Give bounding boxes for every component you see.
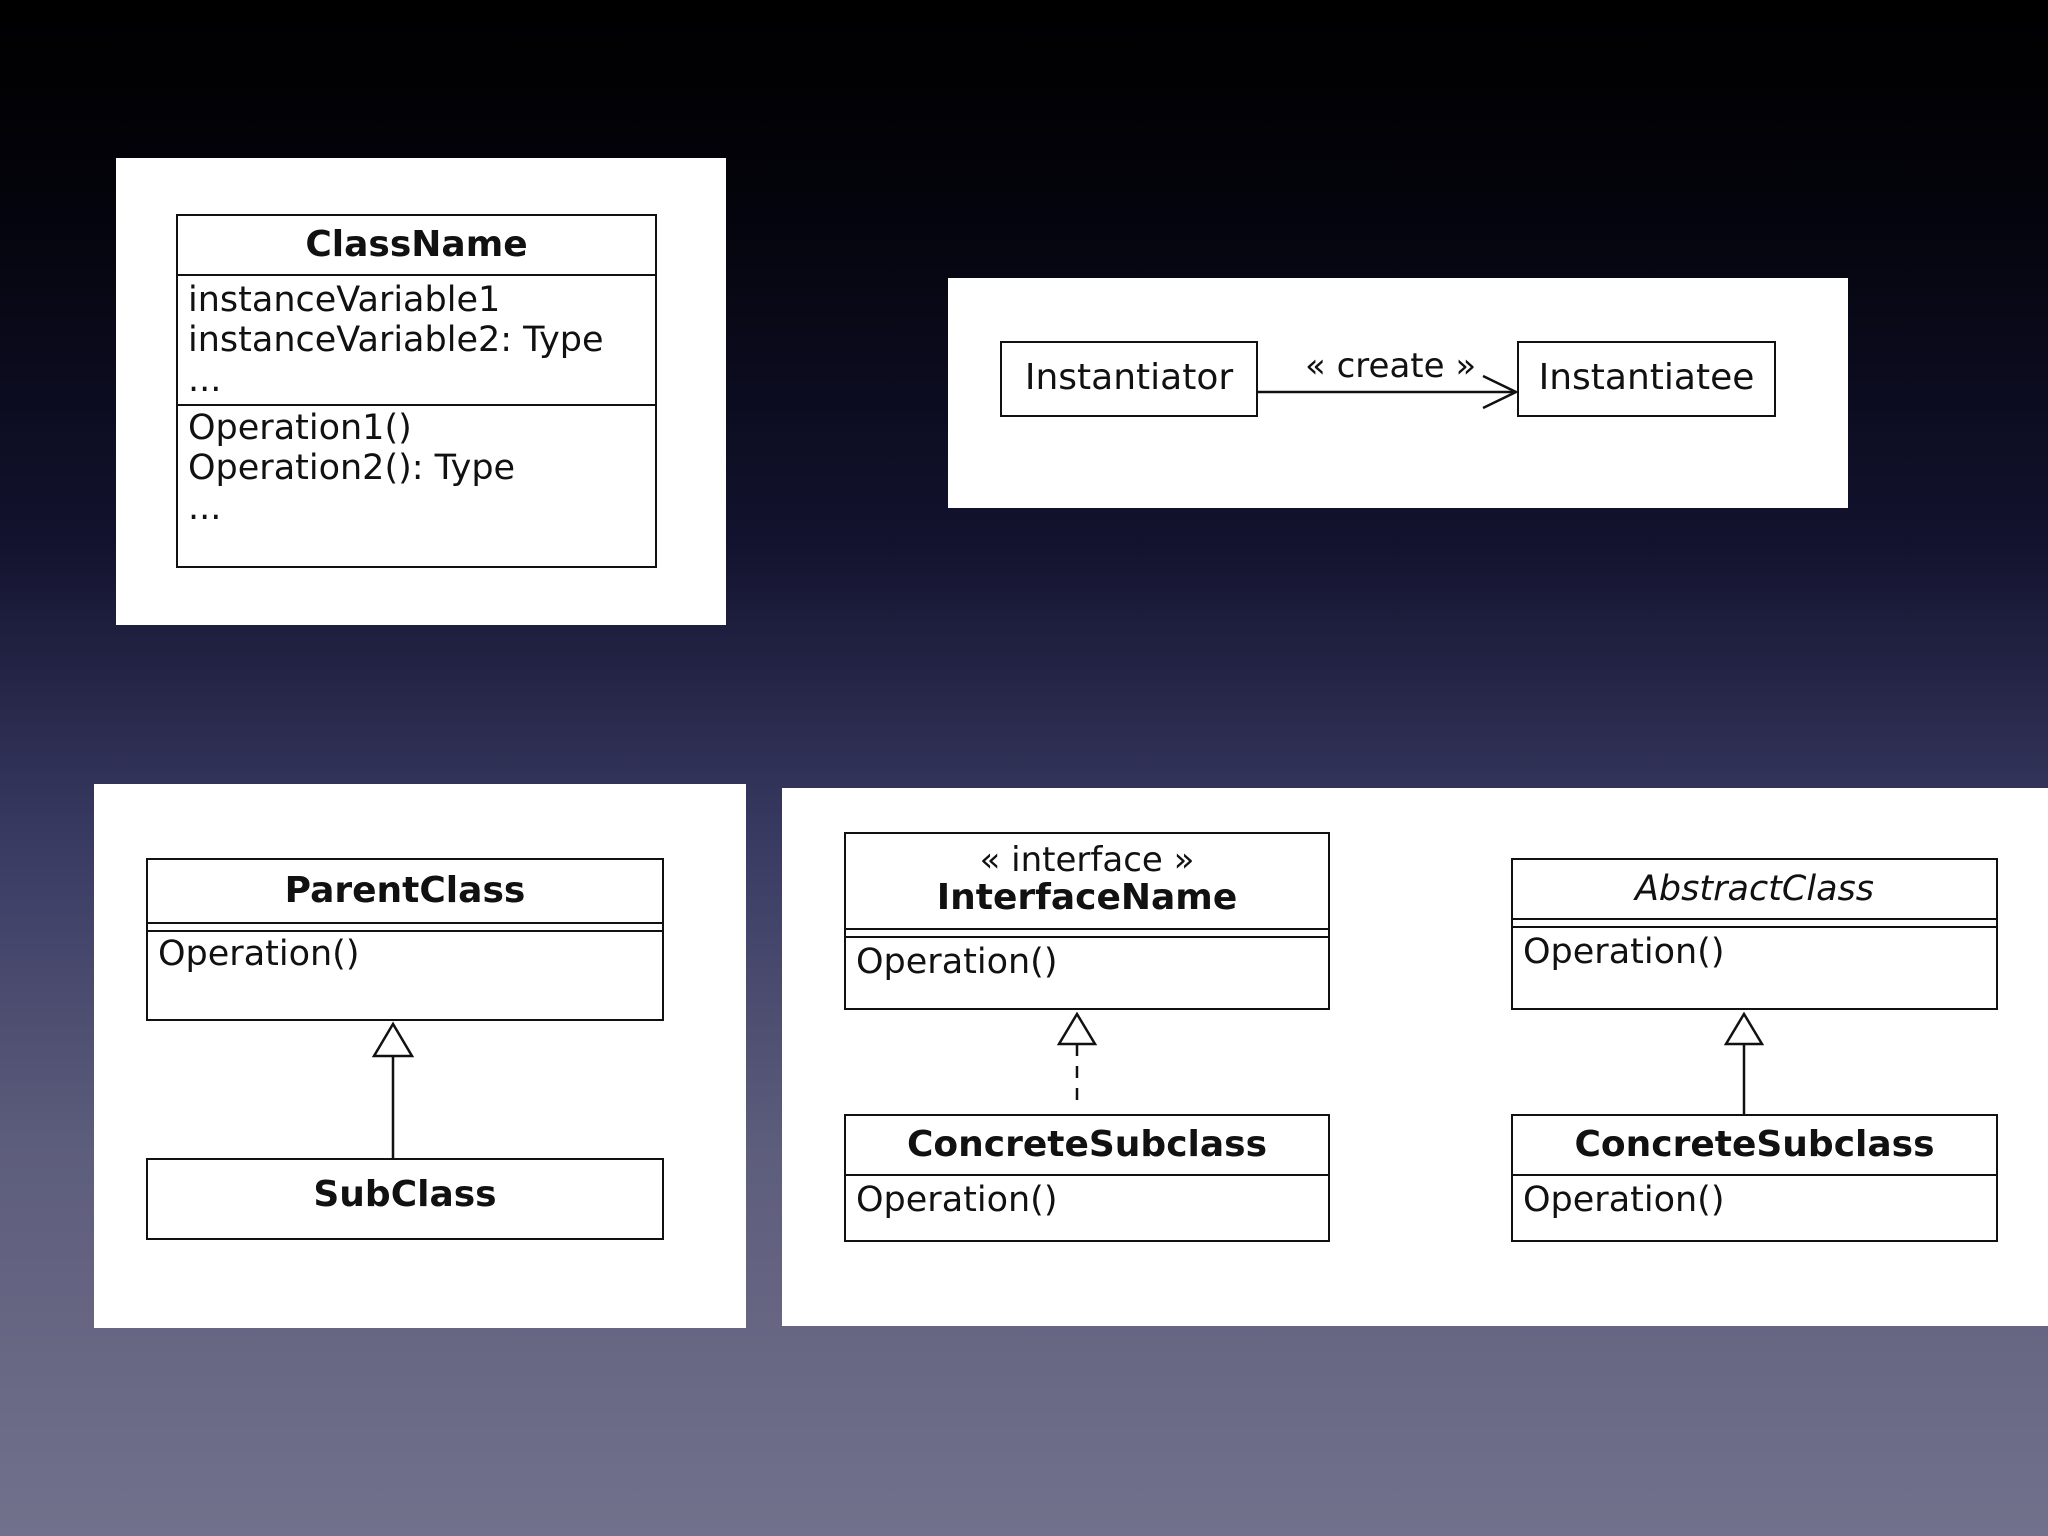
parent-operation: Operation() <box>158 934 360 974</box>
create-arrow <box>1258 374 1519 410</box>
abstract-operation: Operation() <box>1523 932 1725 972</box>
generalization-arrow <box>371 1021 415 1158</box>
operation-1: Operation1() <box>188 408 412 448</box>
concrete-subclass-1-operations: Operation() <box>846 1174 1328 1220</box>
abstract-class-box: AbstractClass Operation() <box>1511 858 1998 1010</box>
class-name: ClassName <box>305 224 528 265</box>
attributes-compartment: instanceVariable1 instanceVariable2: Typ… <box>178 274 655 404</box>
operation-ellipsis: ... <box>188 488 222 528</box>
interface-empty-compartment <box>846 928 1328 936</box>
inheritance-diagram-panel: ParentClass Operation() SubClass <box>94 784 746 1328</box>
abstract-class-name: AbstractClass <box>1634 869 1874 909</box>
realization-arrow <box>1056 1011 1098 1110</box>
abstract-empty-compartment <box>1513 918 1996 926</box>
interface-operation: Operation() <box>856 942 1058 982</box>
class-diagram-panel: ClassName instanceVariable1 instanceVari… <box>116 158 726 625</box>
realization-and-generalization-arrows <box>1056 1011 1765 1114</box>
parent-operations-compartment: Operation() <box>148 930 662 974</box>
concrete-subclass-2-box: ConcreteSubclass Operation() <box>1511 1114 1998 1242</box>
empty-attributes-compartment <box>148 922 662 930</box>
class-box: ClassName instanceVariable1 instanceVari… <box>176 214 657 568</box>
subclass-box: SubClass <box>146 1158 664 1240</box>
abstract-operations-compartment: Operation() <box>1513 926 1996 972</box>
instantiator-box: Instantiator <box>1000 341 1258 417</box>
parent-class-box: ParentClass Operation() <box>146 858 664 1021</box>
instantiatee-box: Instantiatee <box>1517 341 1776 417</box>
concrete-subclass-1-box: ConcreteSubclass Operation() <box>844 1114 1330 1242</box>
interface-box: « interface » InterfaceName Operation() <box>844 832 1330 1010</box>
attribute-ellipsis: ... <box>188 360 222 400</box>
attribute-1: instanceVariable1 <box>188 280 501 320</box>
concrete-subclass-1-name: ConcreteSubclass <box>906 1124 1268 1165</box>
abstract-generalization-arrow <box>1723 1011 1765 1114</box>
concrete-subclass-1-operation: Operation() <box>856 1180 1058 1220</box>
interface-operations-compartment: Operation() <box>846 936 1328 982</box>
parent-class-name: ParentClass <box>284 870 526 911</box>
concrete-subclass-2-name: ConcreteSubclass <box>1574 1124 1935 1165</box>
interface-abstract-panel: « interface » InterfaceName Operation() … <box>782 788 2048 1326</box>
operation-2: Operation2(): Type <box>188 448 516 488</box>
attribute-2: instanceVariable2: Type <box>188 320 604 360</box>
interface-name: InterfaceName <box>936 877 1238 918</box>
create-diagram-panel: Instantiator Instantiatee « create » <box>948 278 1848 508</box>
operations-compartment: Operation1() Operation2(): Type ... <box>178 404 655 528</box>
interface-stereotype: « interface » <box>979 840 1195 880</box>
concrete-subclass-2-operations: Operation() <box>1513 1174 1996 1220</box>
create-stereotype-label: « create » <box>1305 346 1477 386</box>
concrete-subclass-2-operation: Operation() <box>1523 1180 1725 1220</box>
